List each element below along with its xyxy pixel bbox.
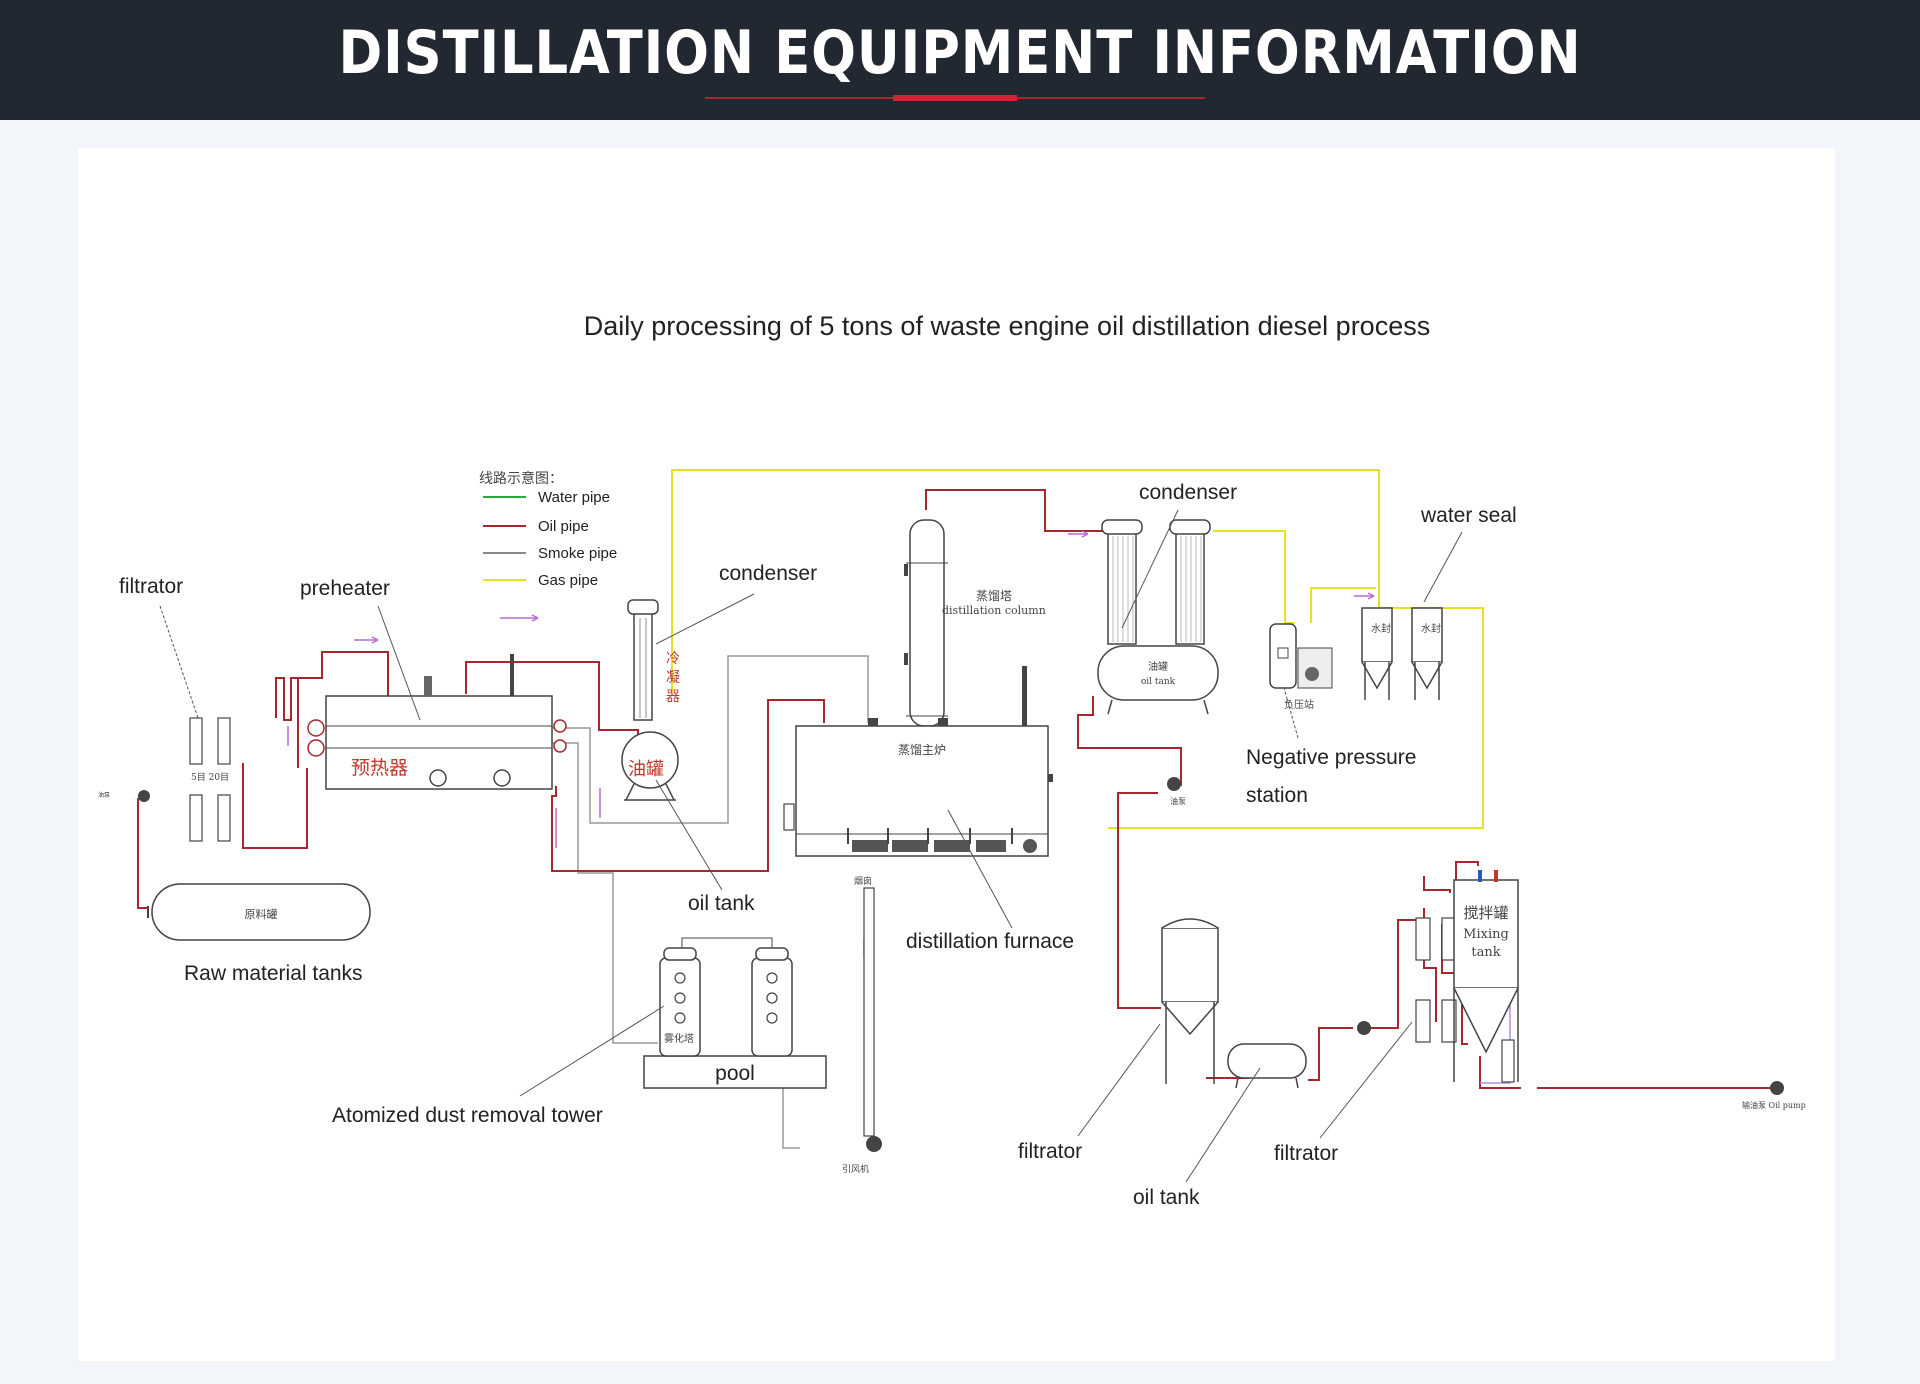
distillation-column: 蒸馏塔 distillation column <box>904 519 1046 727</box>
diagram-title: Daily processing of 5 tons of waste engi… <box>584 311 1430 341</box>
distillation-column-en: distillation column <box>942 604 1046 617</box>
oil-tank-upper-inner: 油罐 <box>628 759 664 780</box>
leader-water-seal <box>1423 531 1463 603</box>
leader-distillation-furnace <box>947 809 1013 929</box>
legend-label-gas: Gas pipe <box>538 572 598 589</box>
raw-tank-inner-label: 原料罐 <box>245 907 278 921</box>
label-water-seal: water seal <box>1420 504 1517 527</box>
chimney-cn: 烟囱 <box>854 875 872 887</box>
leader-negative-pressure <box>1283 687 1299 739</box>
label-filtrator-bottom: filtrator <box>1018 1140 1082 1163</box>
leader-condenser-left <box>655 593 755 645</box>
label-filtrator-left: filtrator <box>119 575 183 598</box>
neg-station-cn: 负压站 <box>1284 698 1314 711</box>
label-oil-tank-mid: oil tank <box>688 892 755 915</box>
condenser-left-inner-1: 冷 <box>666 651 680 667</box>
title-underline-accent <box>893 95 1017 101</box>
filtrator-bottom <box>1161 918 1219 1084</box>
oil-tank-bottom <box>1227 1043 1307 1089</box>
leader-atomized-tower <box>519 1005 665 1097</box>
pump-middle-icon <box>1167 777 1181 791</box>
negative-pressure-station: 负压站 <box>1269 623 1333 711</box>
raw-material-tank: 原料罐 <box>147 883 371 941</box>
pump-left-icon <box>138 790 150 802</box>
legend-label-smoke: Smoke pipe <box>538 545 617 562</box>
mixing-tank-en-2: tank <box>1471 945 1500 960</box>
condenser-oil-tank-en: oil tank <box>1141 677 1176 687</box>
label-negative-pressure-2: station <box>1246 784 1308 807</box>
condenser-left-inner-3: 器 <box>666 689 680 705</box>
leader-filtrator-bottom <box>1077 1023 1161 1137</box>
pump-bottom-icon <box>1357 1021 1371 1035</box>
leader-oil-tank-bottom <box>1185 1067 1261 1183</box>
pool <box>643 1055 827 1089</box>
condenser-left-inner-2: 凝 <box>666 670 680 686</box>
page-title: DISTILLATION EQUIPMENT INFORMATION <box>338 18 1582 88</box>
oil-pump-right-text: 输油泵 Oil pump <box>1742 1100 1806 1110</box>
label-atomized-tower: Atomized dust removal tower <box>332 1104 603 1127</box>
label-distillation-furnace: distillation furnace <box>906 930 1074 953</box>
atomized-towers: 雾化塔 <box>659 937 793 1057</box>
leader-preheater <box>377 605 421 721</box>
atomizer-cn: 雾化塔 <box>664 1032 694 1045</box>
label-pool: pool <box>715 1062 755 1085</box>
label-condenser-right: condenser <box>1139 481 1237 504</box>
leader-condenser-right <box>1121 509 1179 629</box>
label-preheater: preheater <box>300 577 390 600</box>
legend-label-water: Water pipe <box>538 489 610 506</box>
distillation-column-cn: 蒸馏塔 <box>976 589 1012 603</box>
water-seal-1-cn: 水封 <box>1371 622 1391 635</box>
pipe-legend: 线路示意图： Water pipe Oil pipe Smoke pipe Ga… <box>479 470 617 589</box>
water-seal-2-cn: 水封 <box>1421 622 1441 635</box>
process-diagram: Daily processing of 5 tons of waste engi… <box>98 311 1806 1209</box>
chimney: 烟囱 引风机 <box>842 875 882 1175</box>
leader-filtrator-left <box>159 605 199 719</box>
leader-filtrator-bottom-right <box>1319 1021 1413 1139</box>
pump-left-text: 油泵 <box>98 791 110 799</box>
condenser-oil-tank-cn: 油罐 <box>1148 660 1168 673</box>
filtrator-left-mesh: 5目 20目 <box>191 772 229 783</box>
header-banner: DISTILLATION EQUIPMENT INFORMATION <box>0 0 1920 120</box>
label-condenser-left: condenser <box>719 562 817 585</box>
preheater: 预热器 <box>307 654 567 790</box>
pump-middle-text: 油泵 <box>1170 796 1186 806</box>
mixing-tank-en-1: Mixing <box>1463 927 1509 942</box>
oil-tank-upper: 油罐 <box>621 731 679 801</box>
condenser-left: 冷 凝 器 <box>627 599 680 721</box>
filtrator-bottom-right <box>1415 917 1457 1043</box>
distillation-furnace: 蒸馏主炉 <box>783 666 1053 857</box>
fan-cn: 引风机 <box>842 1163 869 1175</box>
filtrator-left <box>189 717 231 842</box>
legend-heading: 线路示意图： <box>479 470 563 487</box>
oil-pump-right-icon <box>1770 1081 1784 1095</box>
label-filtrator-bottom-right: filtrator <box>1274 1142 1338 1165</box>
condenser-right: 油罐 oil tank <box>1097 519 1219 715</box>
label-oil-tank-bottom: oil tank <box>1133 1186 1200 1209</box>
label-raw-material-tanks: Raw material tanks <box>184 962 363 985</box>
mixing-tank-cn: 搅拌罐 <box>1463 904 1508 922</box>
mixing-tank: 搅拌罐 Mixing tank <box>1453 870 1519 1083</box>
diagram-card: Daily processing of 5 tons of waste engi… <box>78 148 1835 1361</box>
legend-label-oil: Oil pipe <box>538 518 589 535</box>
label-negative-pressure-1: Negative pressure <box>1246 746 1416 769</box>
furnace-inner-label: 蒸馏主炉 <box>898 743 946 757</box>
leader-oil-tank-mid <box>655 779 723 891</box>
water-seals: 水封 水封 <box>1361 607 1443 700</box>
preheater-inner-label: 预热器 <box>351 757 408 779</box>
